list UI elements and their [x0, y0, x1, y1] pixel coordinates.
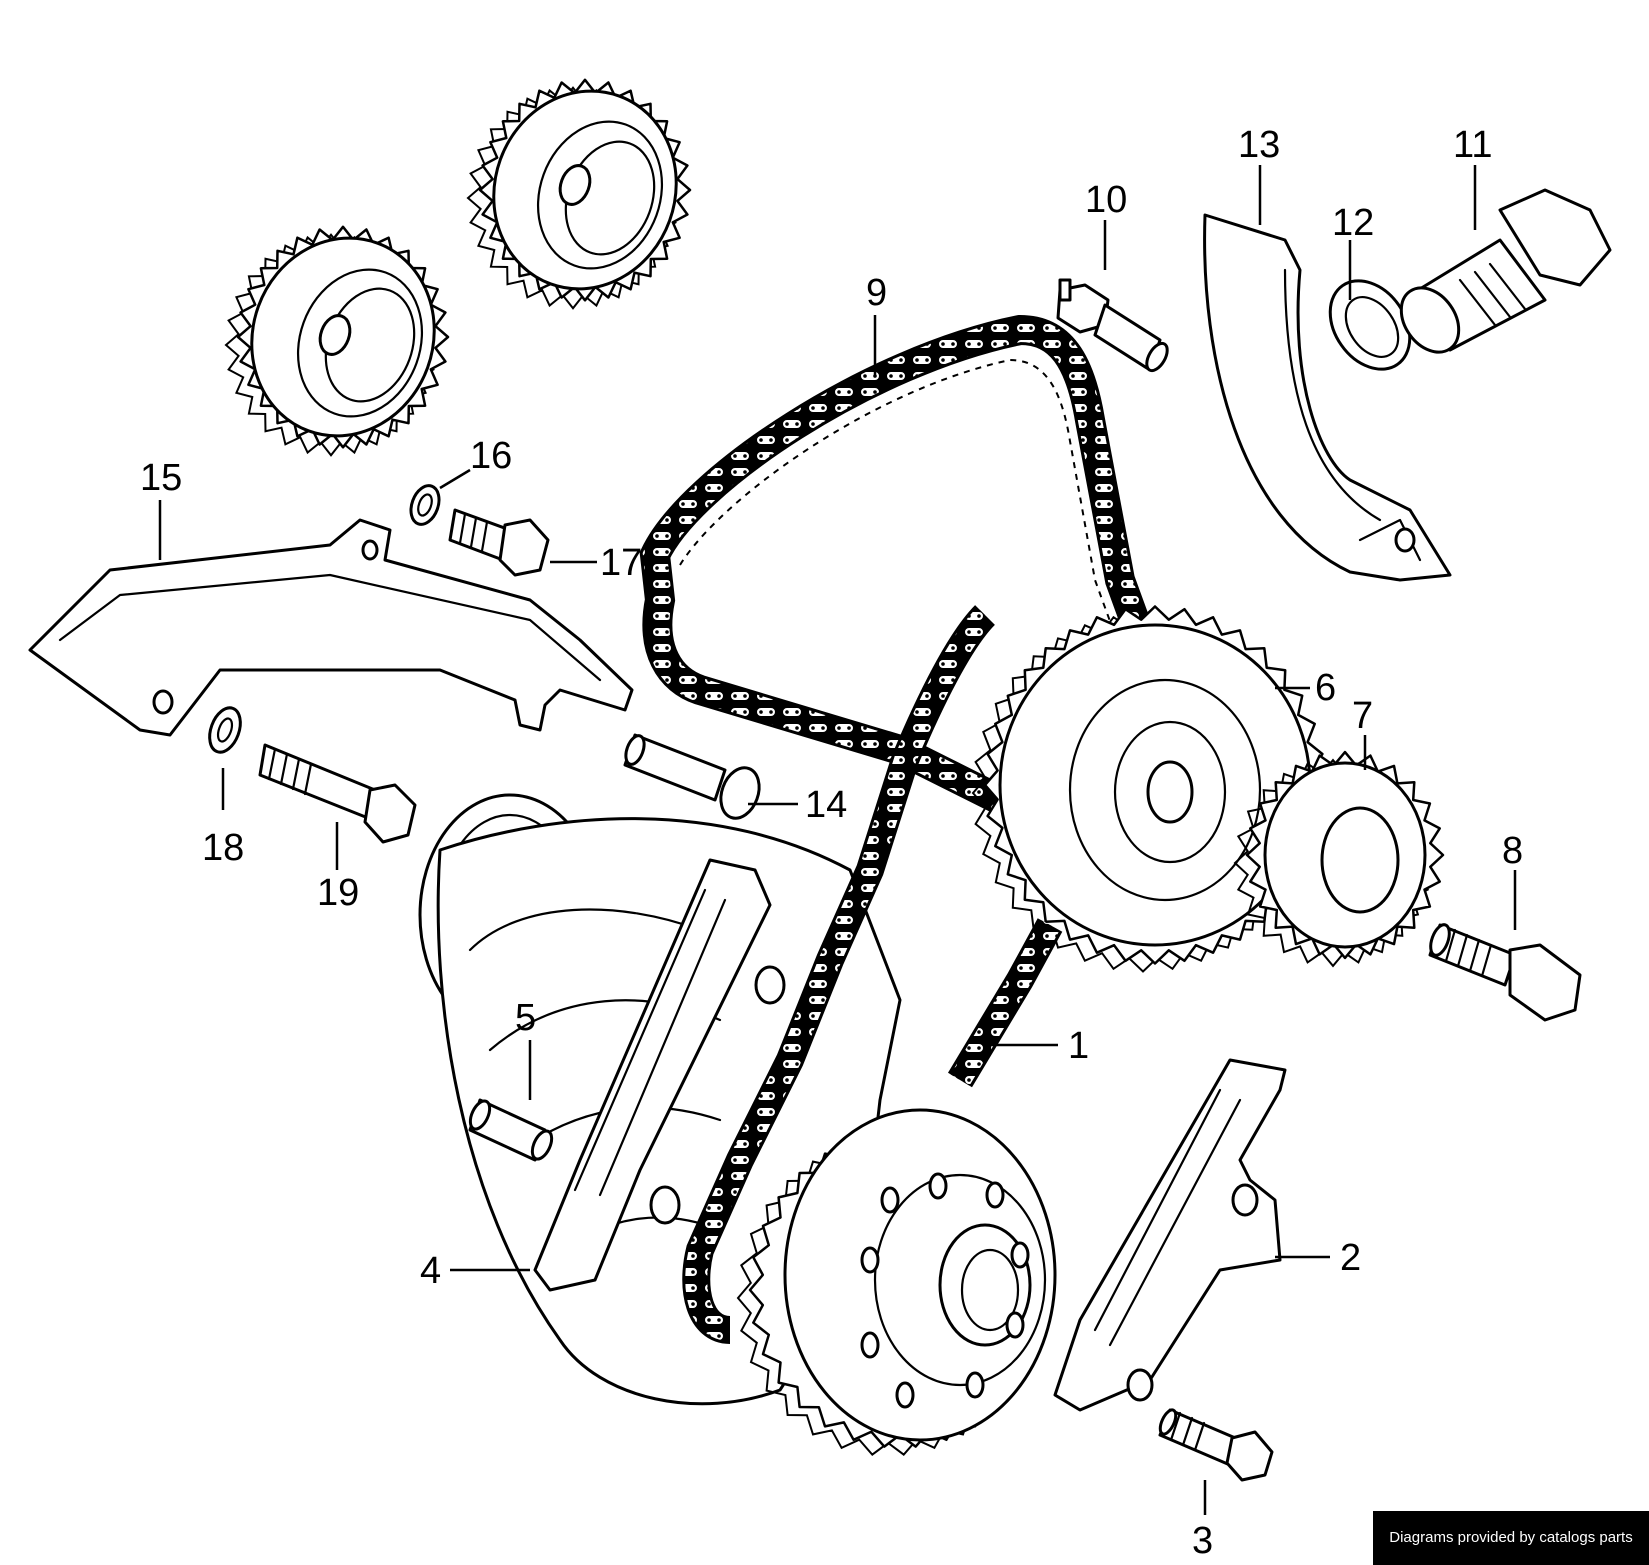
- tensioner-rail-part-2: [1053, 1058, 1287, 1412]
- sprocket-part-7: [1233, 750, 1445, 968]
- callout-5: 5: [515, 997, 536, 1039]
- callout-2: 2: [1340, 1237, 1361, 1279]
- callout-13: 13: [1238, 124, 1280, 166]
- callout-3: 3: [1192, 1520, 1213, 1562]
- callout-labels: 1 2 3 4 5 6 7 8 9 10 11 12 13 14 15 16 1…: [140, 124, 1523, 1562]
- sprocket-part-6: [971, 605, 1327, 973]
- callout-4: 4: [420, 1250, 441, 1292]
- callout-9: 9: [866, 272, 887, 314]
- bolt-part-3: [1158, 1408, 1274, 1482]
- stud-part-10: [1056, 278, 1169, 373]
- camshaft-sprocket-upper-left: [224, 225, 450, 457]
- stud-part-5: [468, 1098, 554, 1162]
- bolt-part-17: [448, 508, 550, 577]
- seal-ring-part-12: [1328, 279, 1412, 371]
- callout-15: 15: [140, 457, 182, 499]
- callout-18: 18: [202, 827, 244, 869]
- callout-8: 8: [1502, 830, 1523, 872]
- crankshaft-sprocket: [736, 1108, 1057, 1456]
- callout-14: 14: [805, 784, 847, 826]
- credit-banner: Diagrams provided by catalogs parts: [1373, 1511, 1649, 1565]
- callout-6: 6: [1315, 667, 1336, 709]
- callout-16: 16: [470, 435, 512, 477]
- timing-chain-part-1: [682, 605, 1063, 1344]
- callout-1: 1: [1068, 1025, 1089, 1067]
- bolt-part-19: [258, 743, 417, 844]
- guide-rail-part-15: [28, 518, 634, 737]
- callout-19: 19: [317, 872, 359, 914]
- callout-10: 10: [1085, 179, 1127, 221]
- washer-part-18: [208, 706, 242, 754]
- leader-lines: [158, 165, 1517, 1515]
- pin-part-14: [623, 733, 761, 820]
- tensioner-rail-part-13: [1203, 213, 1452, 582]
- washer-part-16: [409, 484, 441, 526]
- bolt-part-8: [1428, 923, 1582, 1022]
- tensioner-plunger-part-11: [1399, 188, 1612, 354]
- guide-rail-part-4: [533, 858, 786, 1292]
- callout-11: 11: [1453, 124, 1492, 166]
- callout-17: 17: [600, 542, 642, 584]
- callout-7: 7: [1352, 695, 1373, 737]
- callout-12: 12: [1332, 202, 1374, 244]
- camshaft-sprocket-upper-right: [466, 78, 692, 310]
